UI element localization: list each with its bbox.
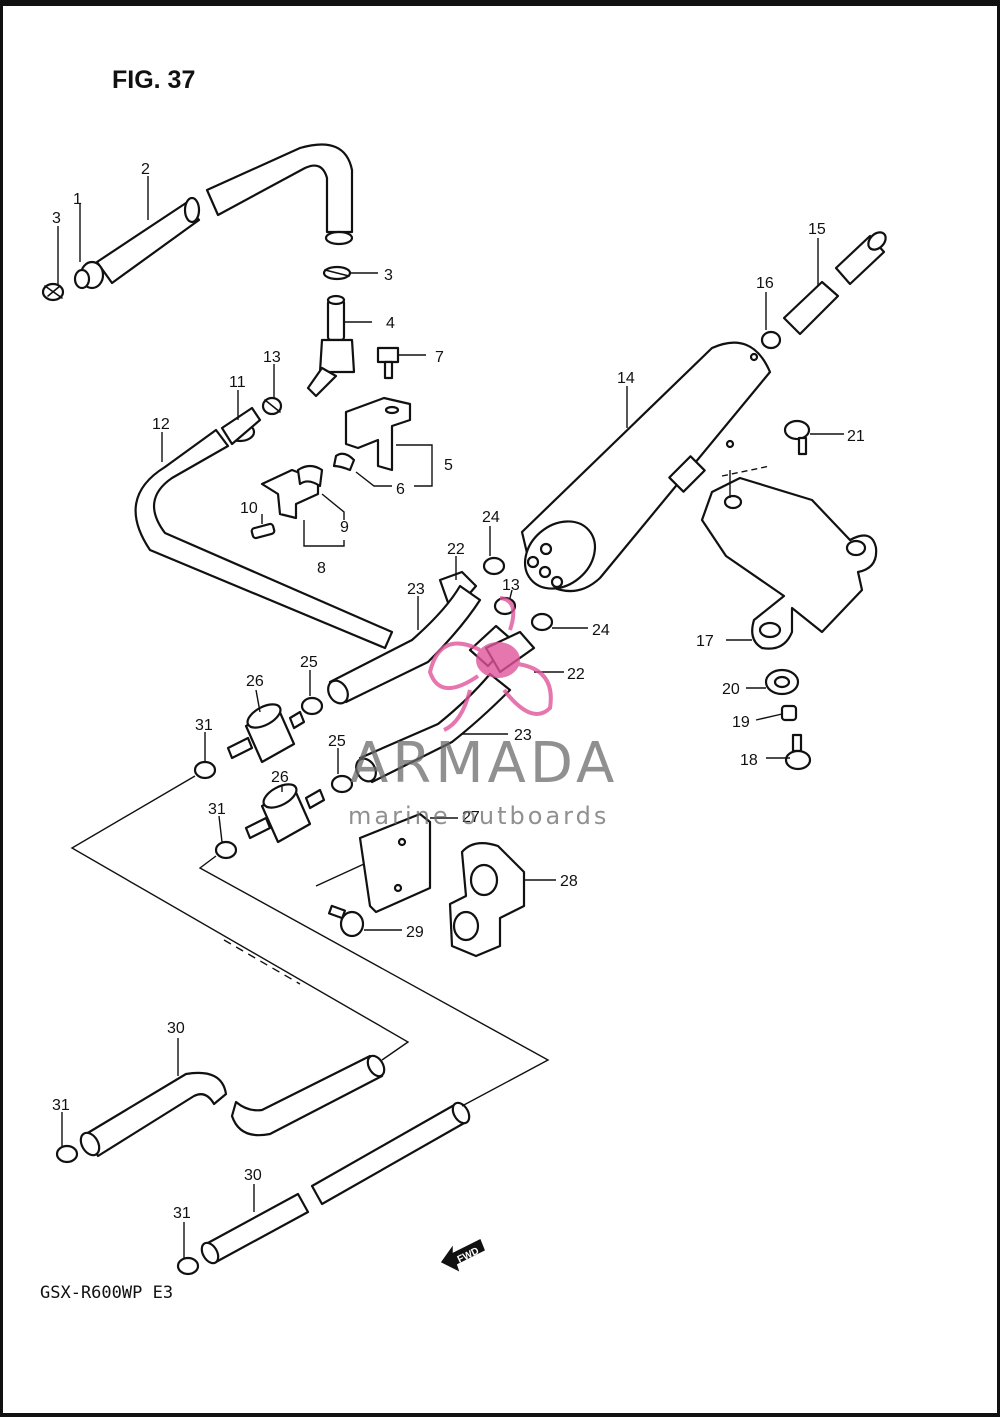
hose-clamp-31c[interactable] [55, 1144, 79, 1164]
bolt-21[interactable] [783, 419, 811, 456]
armada-logo-icon [427, 596, 553, 732]
callout-30: 30 [167, 1020, 185, 1037]
callout-19: 19 [732, 714, 750, 731]
callout-15: 15 [808, 221, 826, 238]
callout-26: 26 [271, 769, 289, 786]
callout-31: 31 [195, 717, 213, 734]
callout-30: 30 [244, 1167, 262, 1184]
valve-4[interactable] [306, 294, 356, 398]
fwd-direction-arrow: FWD [440, 1238, 485, 1272]
hose-clamp-16[interactable] [760, 330, 782, 350]
bracket-27[interactable] [358, 812, 432, 914]
callout-25: 25 [328, 733, 346, 750]
callout-10: 10 [240, 500, 258, 517]
callout-27: 27 [462, 809, 480, 826]
hose-clamp-31d[interactable] [176, 1256, 200, 1276]
hose-clamp-31a[interactable] [193, 760, 217, 780]
watermark-tagline: marine outboards [348, 802, 609, 830]
callout-13: 13 [263, 349, 281, 366]
hose-30-lower[interactable] [198, 1100, 472, 1266]
callout-1: 1 [73, 191, 82, 208]
leader-lines [57, 176, 844, 1258]
callout-21: 21 [847, 428, 865, 445]
armada-watermark: ARMADA marine outboards [348, 596, 618, 830]
callout-24: 24 [592, 622, 610, 639]
fwd-label: FWD [456, 1246, 481, 1266]
hose-clamp-13a[interactable] [261, 396, 283, 416]
callout-12: 12 [152, 416, 170, 433]
page-border-bottom [0, 1413, 1000, 1417]
page-border-right [997, 0, 1000, 1417]
hose-30-upper[interactable] [77, 1053, 387, 1158]
callout-5: 5 [444, 457, 453, 474]
hose-upper-assembly[interactable] [73, 143, 354, 290]
callout-22: 22 [567, 666, 585, 683]
callout-2: 2 [141, 161, 150, 178]
hose-clamp-31b[interactable] [214, 840, 238, 860]
callout-18: 18 [740, 752, 758, 769]
callout-numbers: 1 2 3 3 4 5 6 7 8 9 10 11 12 13 13 14 15… [52, 161, 865, 1222]
routing-lines [70, 465, 771, 1107]
model-code: GSX-R600WP E3 [40, 1283, 173, 1303]
callout-3: 3 [384, 267, 393, 284]
bracket-5[interactable] [332, 396, 412, 472]
callout-7: 7 [435, 349, 444, 366]
callout-31: 31 [52, 1097, 70, 1114]
bracket-17[interactable] [700, 476, 878, 650]
callout-13: 13 [502, 577, 520, 594]
hose-clamp-3a[interactable] [41, 282, 65, 302]
callout-29: 29 [406, 924, 424, 941]
watermark-brand: ARMADA [350, 731, 618, 796]
bolt-18[interactable] [784, 733, 812, 771]
callout-8: 8 [317, 560, 326, 577]
page-border-top [0, 0, 1000, 6]
bolt-7[interactable] [376, 346, 400, 380]
bolt-29[interactable] [327, 904, 365, 938]
callout-28: 28 [560, 873, 578, 890]
page-border-left [0, 0, 3, 1417]
hose-loop-12[interactable] [134, 406, 394, 650]
grommet-20[interactable] [764, 668, 800, 696]
canister-14[interactable] [512, 341, 772, 603]
callout-31: 31 [173, 1205, 191, 1222]
callout-31: 31 [208, 801, 226, 818]
callout-23: 23 [514, 727, 532, 744]
callout-23: 23 [407, 581, 425, 598]
hose-clamp-25a[interactable] [300, 696, 324, 716]
hose-clamp-24b[interactable] [530, 612, 554, 632]
callout-17: 17 [696, 633, 714, 650]
callout-16: 16 [756, 275, 774, 292]
mount-block-28[interactable] [448, 841, 526, 958]
callout-22: 22 [447, 541, 465, 558]
clamp-bracket-8[interactable] [250, 464, 324, 540]
figure-title: FIG. 37 [112, 66, 195, 94]
callout-6: 6 [396, 481, 405, 498]
callout-14: 14 [617, 370, 635, 387]
callout-25: 25 [300, 654, 318, 671]
callout-26: 26 [246, 673, 264, 690]
fuel-filter-26b[interactable] [244, 780, 326, 844]
hose-clamp-3b[interactable] [322, 265, 352, 281]
collar-19[interactable] [780, 704, 798, 722]
callout-11: 11 [229, 374, 246, 391]
hose-clamp-24a[interactable] [482, 556, 506, 576]
callout-20: 20 [722, 681, 740, 698]
callout-4: 4 [386, 315, 395, 332]
hose-clamp-25b[interactable] [330, 774, 354, 794]
callout-9: 9 [340, 519, 349, 536]
fuel-filter-26a[interactable] [226, 700, 306, 764]
callout-3: 3 [52, 210, 61, 227]
callout-24: 24 [482, 509, 500, 526]
hose-15[interactable] [782, 229, 889, 336]
